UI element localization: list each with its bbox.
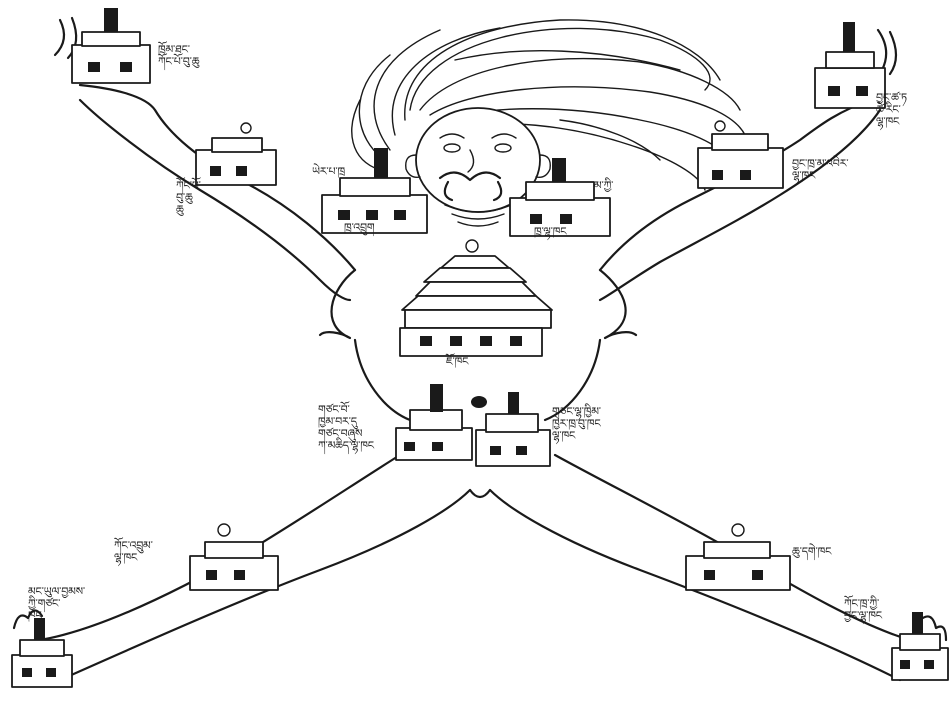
caption-left-foot: མང་ཡུལ་བྱམས་ ཀྱི་གཙང་ ཁང <box>28 586 85 622</box>
caption-right-hip: གཙང་ལྷ་ཁྱིམ་ ཁྱེར་ཁྲ་བུ་ཁང ལྷ་ཁང <box>552 406 601 442</box>
caption-right-shoulder-below: ཁྲ་ལྷ་ཁང <box>534 226 566 238</box>
caption-left-knee: ཀོང་འབྲུམ་ ལྷ་ཁང <box>114 540 153 564</box>
temple-right-hip <box>476 392 550 466</box>
temple-right-elbow <box>698 121 783 188</box>
temple-left-knee <box>190 524 278 590</box>
caption-heart: ཇོ་ཁང <box>446 356 468 368</box>
temple-right-foot <box>892 612 948 680</box>
navel-mark <box>471 396 487 408</box>
temple-left-hand <box>55 8 150 83</box>
caption-left-shoulder-below: ཁྲ་འབྲུག <box>344 222 374 234</box>
caption-right-elbow: བྱང་ཁྲ་མ་འབེར་ ལྷ་ཁང <box>792 158 848 182</box>
temple-left-hip <box>396 384 472 460</box>
caption-left-shoulder: ཡེར་པ་ཁྲ <box>312 166 345 178</box>
caption-right-knee: ཆུ་དགེ་ཁང <box>792 546 831 558</box>
flowing-hair <box>352 20 745 190</box>
caption-right-foot: ཀོང་ཁྲ་ཀྱི་ བྱང་ལྷ་ཁང <box>844 598 882 622</box>
caption-left-hip: གཙང་བོ་ ཁྱམ་བར་དུ གཙང་བཞུས ཀ་མཆིད་ལྷ་ཁང <box>318 404 374 452</box>
temple-left-shoulder <box>322 148 427 233</box>
caption-right-hand: བྱང་ཚ་ཏ ཚེ་རིང་ ལྷ་ཁང <box>876 92 907 128</box>
caption-left-hand: ཁྲོམ་ཐང་ ཀོང་པོ་བུ་ཆུ <box>158 44 199 68</box>
temple-left-elbow <box>196 123 276 185</box>
caption-left-elbow: ཀོང་པོ་ བུ་ཆུ ཆུ <box>176 180 201 216</box>
temple-heart-pagoda <box>400 240 552 356</box>
caption-right-shoulder: མ་ཀྱི་ <box>594 180 613 192</box>
